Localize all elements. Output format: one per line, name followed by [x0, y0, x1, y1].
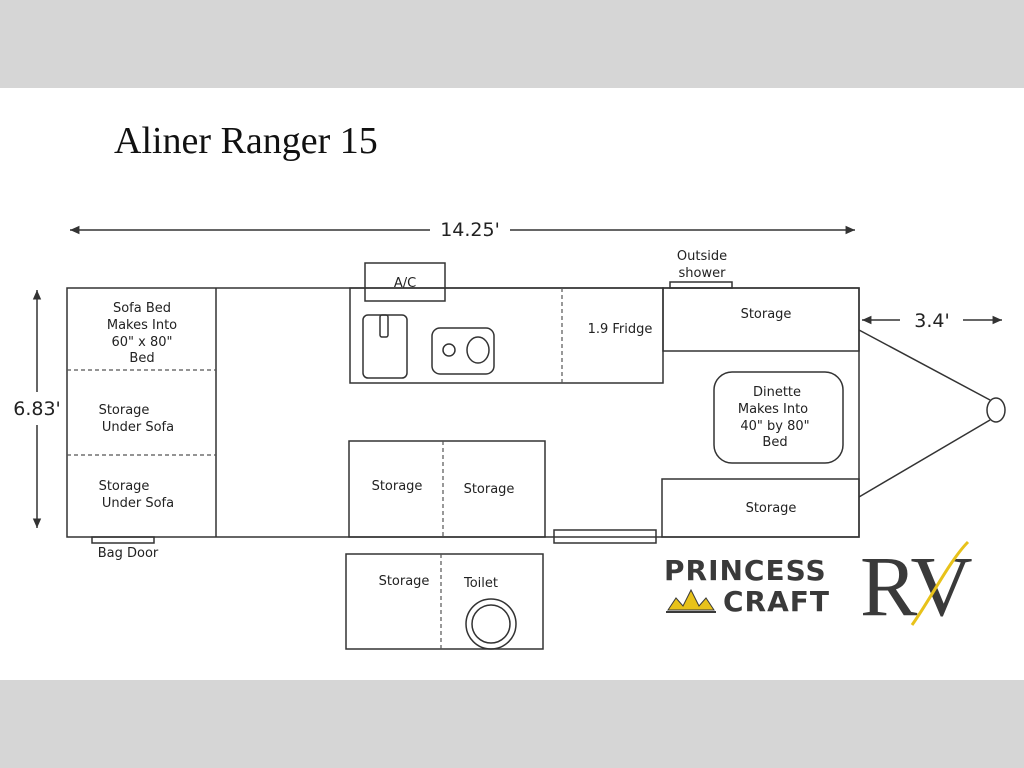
- faucet: [379, 314, 389, 338]
- logo-text-princess: PRINCESS: [664, 554, 827, 587]
- storage-front-bottom-label: Storage: [746, 501, 797, 516]
- storage-front-top: [662, 287, 860, 352]
- princess-craft-rv-logo: PRINCESS CRAFT RV: [664, 538, 973, 634]
- crown-icon: [666, 588, 716, 613]
- width-dimension: 6.83': [13, 398, 61, 420]
- toilet-label: Toilet: [463, 576, 498, 591]
- dinette-label: Dinette Makes Into 40" by 80" Bed: [738, 385, 810, 450]
- svg-text:Bed: Bed: [129, 351, 154, 366]
- dinette-table: [713, 371, 844, 464]
- storage-bath-label: Storage: [379, 574, 430, 589]
- svg-text:Sofa Bed: Sofa Bed: [113, 301, 171, 316]
- burner-large: [466, 336, 490, 364]
- bottom-band: [0, 680, 1024, 768]
- storage-front-bottom: [661, 478, 860, 538]
- storage-front-top-label: Storage: [741, 307, 792, 322]
- mid-storage-cabinet: [348, 440, 546, 538]
- svg-text:Storage: Storage: [99, 479, 150, 494]
- outside-shower-label-1: Outside: [677, 249, 727, 264]
- svg-text:Under Sofa: Under Sofa: [102, 496, 174, 511]
- logo-text-craft: CRAFT: [723, 585, 830, 618]
- tongue-dimension: 3.4': [914, 310, 949, 332]
- svg-text:Under Sofa: Under Sofa: [102, 420, 174, 435]
- bag-door: [91, 536, 155, 544]
- svg-text:Storage: Storage: [99, 403, 150, 418]
- toilet-bowl-outer: [465, 598, 517, 650]
- storage-under-sofa-1-label: Storage Under Sofa: [99, 403, 175, 435]
- bathroom: [345, 553, 544, 650]
- svg-text:Dinette: Dinette: [753, 385, 801, 400]
- storage-mid-left-label: Storage: [372, 479, 423, 494]
- burner-small: [442, 343, 456, 357]
- hitch-coupler: [986, 397, 1006, 423]
- toilet-bowl-inner: [471, 604, 511, 644]
- stove: [431, 327, 495, 375]
- top-band: [0, 0, 1024, 88]
- sofa-bed-label: Sofa Bed Makes Into 60" x 80" Bed: [107, 301, 177, 366]
- canvas-area: [0, 88, 1024, 680]
- hitch-line-bottom: [858, 419, 991, 498]
- svg-text:Makes Into: Makes Into: [738, 402, 808, 417]
- entry-door: [553, 529, 657, 544]
- storage-mid-right-label: Storage: [464, 482, 515, 497]
- length-dimension: 14.25': [440, 219, 500, 241]
- svg-text:60" x 80": 60" x 80": [111, 335, 172, 350]
- bag-door-label: Bag Door: [98, 546, 159, 561]
- fridge-label: 1.9 Fridge: [588, 322, 653, 337]
- ac-unit: [364, 262, 446, 302]
- hitch-line-top: [858, 329, 991, 401]
- outside-shower-label-2: shower: [679, 266, 727, 281]
- svg-text:Makes Into: Makes Into: [107, 318, 177, 333]
- rv-swoosh-icon: [910, 540, 970, 626]
- storage-under-sofa-2-label: Storage Under Sofa: [99, 479, 175, 511]
- svg-text:Bed: Bed: [762, 435, 787, 450]
- svg-text:40" by 80": 40" by 80": [740, 419, 809, 434]
- diagram-title: Aliner Ranger 15: [114, 120, 378, 162]
